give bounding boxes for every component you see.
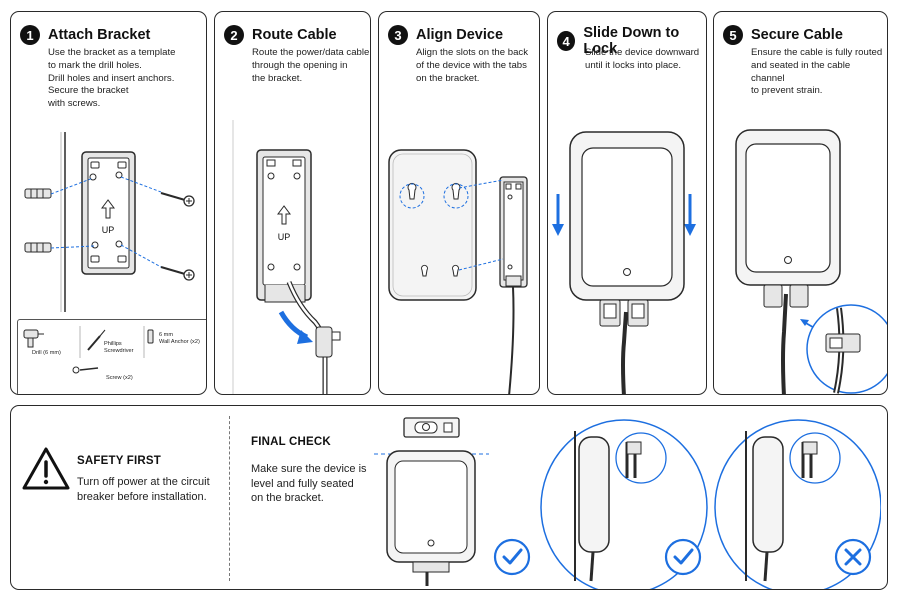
device-back-icon (388, 149, 477, 301)
step-3-panel: 3 Align Device Align the slots on the ba… (378, 11, 540, 395)
step-1-number: 1 (20, 25, 40, 45)
wall-anchor-icon (24, 242, 52, 253)
step-2-header: 2 Route Cable (224, 25, 337, 45)
warning-triangle-icon (22, 447, 70, 490)
wall-device-icon (386, 450, 476, 586)
slide-down-arrow-icon (552, 194, 564, 236)
step-1-header: 1 Attach Bracket (20, 25, 150, 45)
check-circle-icon (493, 538, 531, 576)
bottom-panel: SAFETY FIRST Turn off power at the circu… (10, 405, 888, 590)
tool-screw-label: Screw (x2) (106, 375, 133, 381)
step-4-header: 4 Slide Down to Lock (557, 25, 706, 57)
step-3-description: Align the slots on the back of the devic… (416, 47, 528, 84)
step-2-illustration: UP (232, 120, 341, 394)
bracket-tabs-icon (763, 284, 809, 308)
step-1-illustration: UP (24, 132, 195, 312)
route-arrow-icon (278, 310, 313, 344)
bracket-up-marking: UP (278, 232, 291, 242)
drill-icon (23, 329, 44, 348)
wall-bracket-icon: UP (81, 151, 136, 275)
step-1-panel: 1 Attach Bracket Use the bracket as a te… (10, 11, 207, 395)
step-4-description: Slide the device downward until it locks… (585, 47, 700, 71)
step-5-description: Ensure the cable is fully routed and sea… (751, 47, 883, 97)
step-5-title: Secure Cable (751, 27, 843, 43)
screw-icon (160, 192, 195, 207)
tool-anchor-label: 6 mm Wall Anchor (x2) (159, 332, 200, 345)
tool-drill-label: Drill (6 mm) (32, 350, 61, 356)
step-2-number: 2 (224, 25, 244, 45)
safety-text: Turn off power at the circuit breaker be… (77, 476, 210, 503)
step-3-header: 3 Align Device (388, 25, 503, 45)
step-3-title: Align Device (416, 27, 504, 43)
slide-down-arrow-icon (684, 194, 696, 236)
anchor-small-icon (147, 329, 154, 344)
cable-connector-icon (315, 326, 341, 358)
step-5-panel: 5 Secure Cable Ensure the cable is fully… (713, 11, 888, 395)
screw-small-icon (72, 366, 99, 374)
step-5-illustration (735, 129, 887, 394)
step-4-number: 4 (557, 31, 576, 51)
step-1-description: Use the bracket as a template to mark th… (48, 47, 176, 110)
step-5-number: 5 (723, 25, 743, 45)
step-4-panel: 4 Slide Down to Lock Slide the device do… (547, 11, 707, 395)
step-3-number: 3 (388, 25, 408, 45)
wall-anchor-icon (24, 188, 52, 199)
step-4-title: Slide Down to Lock (583, 25, 680, 57)
step-2-panel: 2 Route Cable Route the power/data cable… (214, 11, 371, 395)
tools-required-box: Drill (6 mm) Phillips Screwdriver 6 mm W… (17, 319, 206, 394)
step-4-illustration (552, 131, 696, 394)
wall-bracket-icon (499, 176, 528, 288)
wall-device-icon (569, 131, 685, 301)
check-circle-icon (664, 538, 702, 576)
section-divider (229, 416, 230, 581)
correct-side-view-icon (540, 419, 708, 589)
cable-channel-zoom-icon (806, 304, 887, 394)
final-check-text: Make sure the device is level and fully … (251, 463, 367, 505)
bracket-tabs-icon (599, 299, 649, 327)
screw-icon (160, 266, 195, 281)
wall-device-icon (735, 129, 841, 286)
step-5-header: 5 Secure Cable (723, 25, 843, 45)
final-check-title: FINAL CHECK (251, 436, 331, 448)
step-1-title: Attach Bracket (48, 27, 151, 43)
spirit-level-icon (403, 417, 460, 438)
step-2-title: Route Cable (252, 27, 337, 43)
screwdriver-icon (87, 329, 106, 351)
wall-bracket-icon: UP (256, 149, 312, 303)
final-check-illustration (374, 417, 881, 589)
step-2-description: Route the power/data cable through the o… (252, 47, 370, 84)
bracket-up-marking: UP (102, 225, 115, 235)
step-3-illustration (388, 149, 528, 394)
tool-screwdriver-label: Phillips Screwdriver (104, 341, 134, 354)
cross-circle-icon (834, 538, 872, 576)
safety-title: SAFETY FIRST (77, 455, 161, 467)
